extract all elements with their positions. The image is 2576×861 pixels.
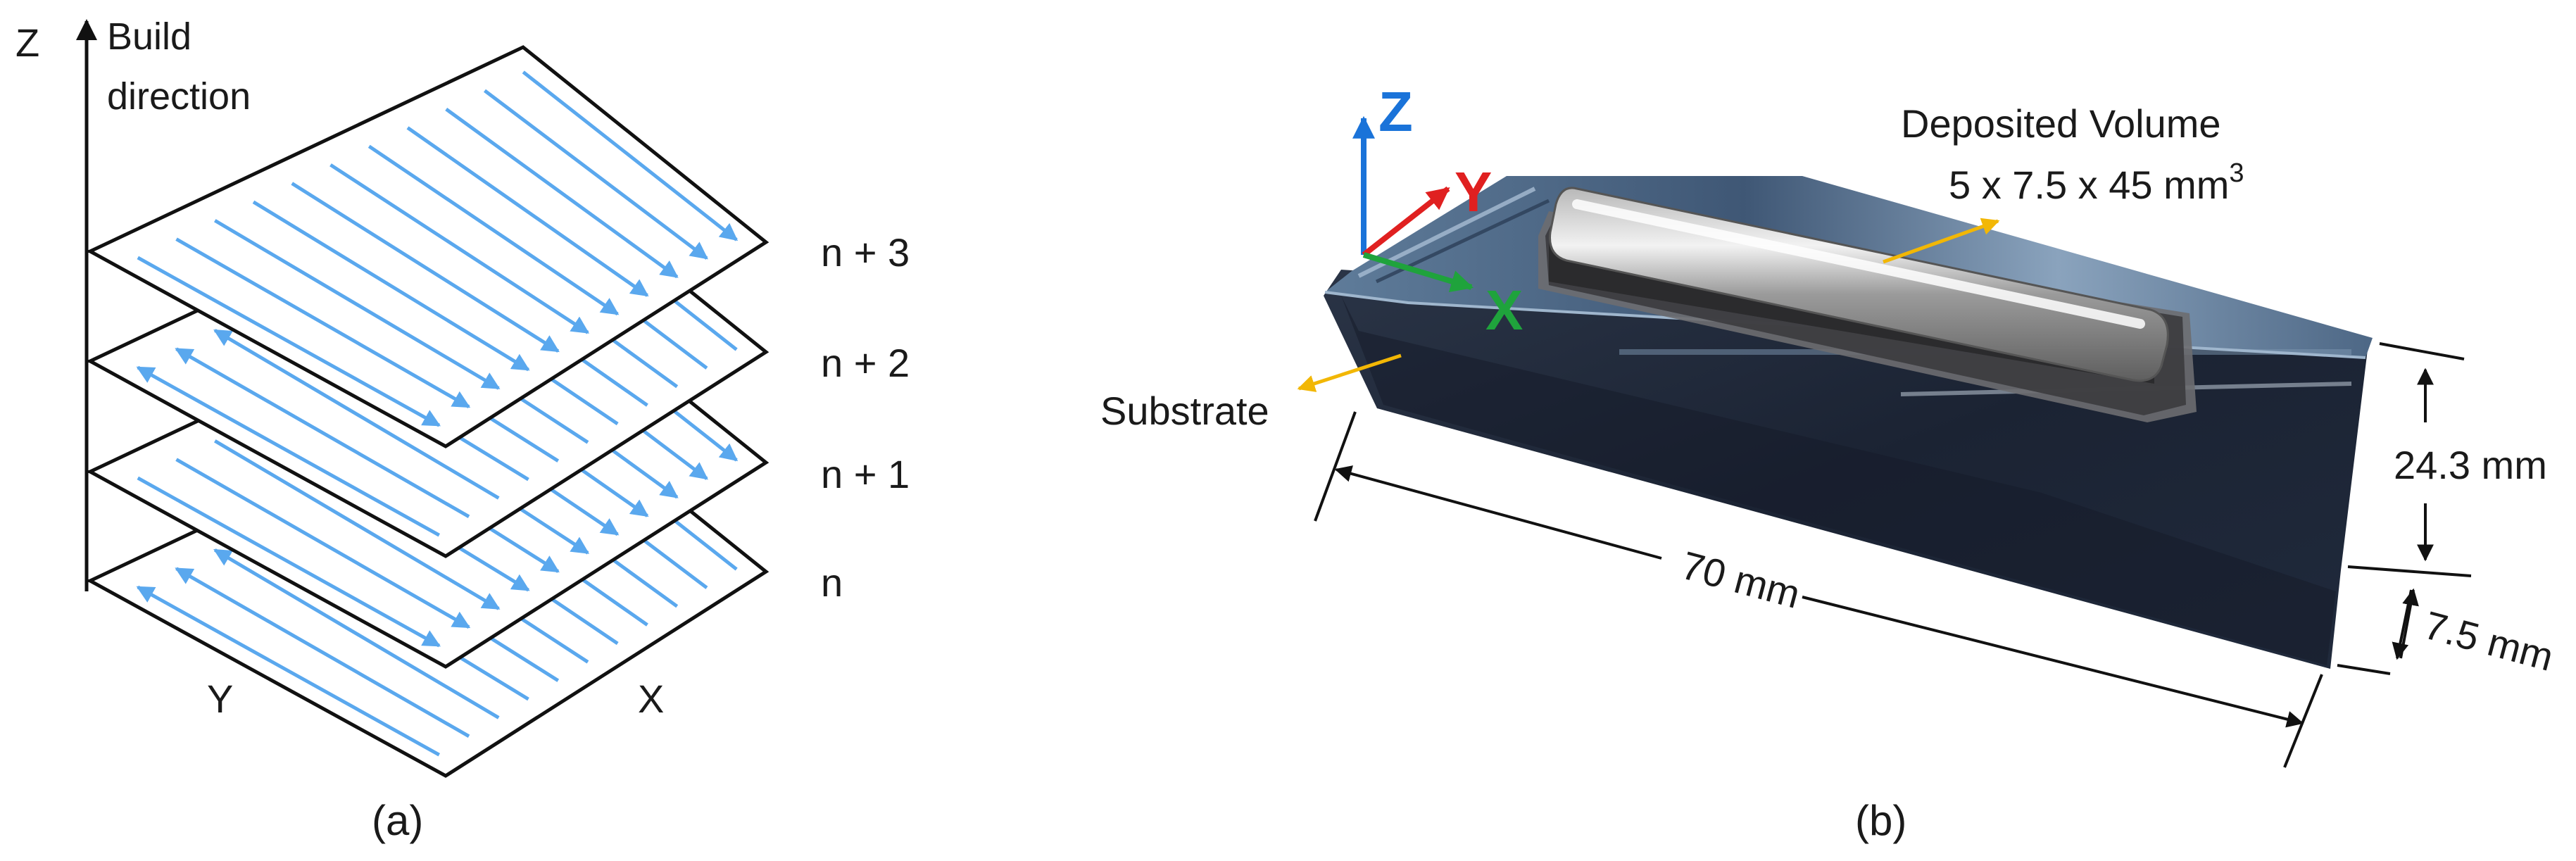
scan-track-arrow [175,347,470,519]
scan-track-arrow [213,219,501,390]
y-axis-label: Y [207,677,233,721]
z-axis-label: Z [15,20,39,65]
coordinate-triad: Z Y X [1352,80,1523,341]
scan-track-arrow [175,458,471,629]
scan-track-arrow [522,70,739,241]
scan-track-arrow [213,329,500,500]
triad-y-arrow [1362,186,1450,258]
scan-track-arrow [291,182,560,353]
build-direction-label-2: direction [107,75,251,118]
height-dimension: 24.3 mm [2347,342,2547,577]
layer-outline [86,45,769,448]
scan-track-arrow [175,567,470,739]
triad-y-label: Y [1455,161,1492,223]
scan-track-arrow [136,585,441,757]
layer-label-n-plus-3: n + 3 [821,230,910,275]
build-direction-label-1: Build [107,15,191,58]
deposited-volume [1538,187,2197,422]
deposited-volume-dims: 5 x 7.5 x 45 mm3 [1949,158,2244,207]
x-axis-label: X [638,677,664,721]
scan-track-arrow [252,200,530,372]
scan-track-arrow [483,89,708,260]
width-label: 7.5 mm [2420,603,2558,679]
triad-z-label: Z [1378,80,1413,143]
panel-b: Z Y X Deposited Volume 5 x 7.5 x 45 mm3 … [1100,80,2558,844]
width-dimension: 7.5 mm [2337,588,2558,679]
length-label: 70 mm [1677,543,1805,617]
scan-track-arrow [213,439,501,610]
layer-stack [86,45,769,778]
layer-label-n-plus-2: n + 2 [821,341,910,385]
layer-label-n: n [821,560,843,605]
substrate-label: Substrate [1100,389,1269,433]
scan-track-arrow [445,108,679,279]
scan-track-arrow [406,126,649,297]
deposited-volume-label: Deposited Volume [1901,101,2221,146]
scan-track-arrow [137,476,441,648]
layer-label-n-plus-1: n + 1 [821,452,910,496]
scan-track-arrow [175,237,471,409]
panel-a: Z Build direction n n + 1 n + 2 n + 3 Y … [15,15,910,844]
triad-x-label: X [1485,279,1523,341]
triad-x-arrow [1362,252,1474,293]
deposited-leader [1883,218,2000,264]
scan-track-arrow [329,163,590,334]
cubic-superscript: 3 [2229,158,2244,188]
panel-a-caption: (a) [372,797,423,844]
height-label: 24.3 mm [2394,443,2547,487]
layer-plane [86,45,769,448]
panel-b-caption: (b) [1855,797,1906,844]
scan-track-arrow [213,548,500,719]
substrate-leader [1297,353,1402,392]
scan-track-arrow [367,144,620,316]
scan-track-arrow [137,256,441,427]
scan-track-arrow [136,365,441,537]
